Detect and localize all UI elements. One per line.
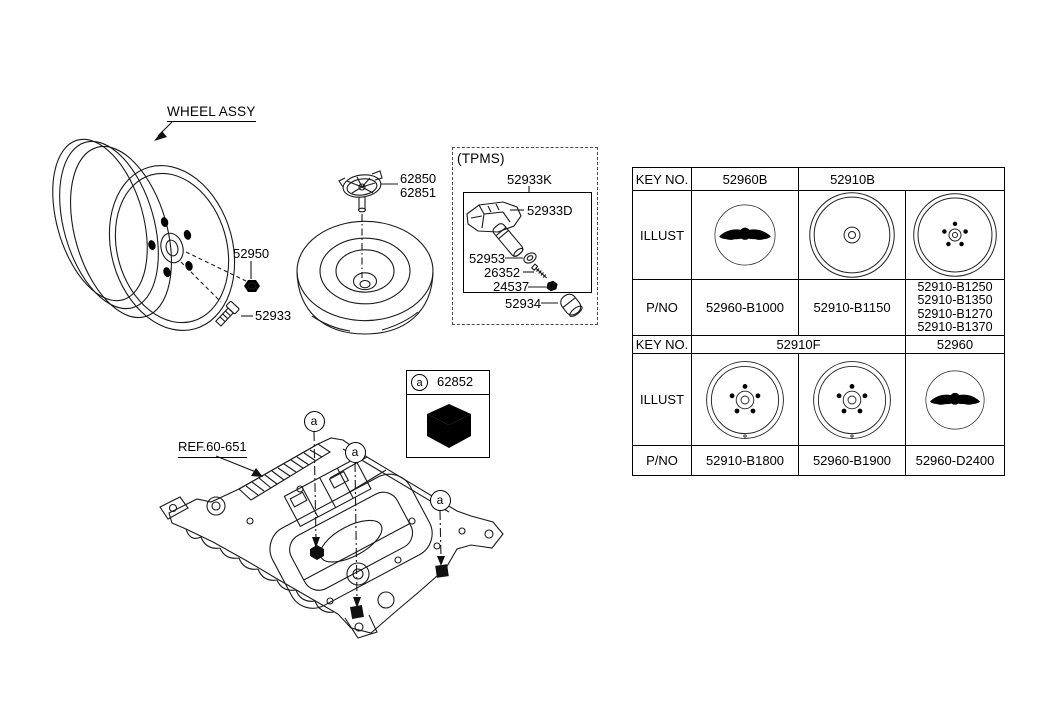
p-no-row-1: P/NO 52960-B1000 52910-B1150 52910-B1250… — [632, 279, 1005, 336]
pad-marker-3 — [435, 564, 449, 578]
tpms-kit-box — [463, 192, 592, 293]
pno-52960-d2400: 52960-D2400 — [905, 445, 1005, 476]
pno-52910-b12xx-group: 52910-B1250 52910-B1350 52910-B1270 5291… — [905, 279, 1005, 336]
pno-line-2: 52910-B1350 — [917, 293, 993, 307]
tpms-dashed-box — [452, 147, 598, 325]
pad-legend-box: a 62852 — [406, 370, 490, 458]
ref-label: REF.60-651 — [178, 439, 247, 458]
pno-52910-b1150: 52910-B1150 — [798, 279, 906, 336]
wheel-bolt-drawing — [180, 261, 253, 327]
illust-cell-wheel-b1800 — [691, 353, 799, 446]
key-no-row-1: KEY NO. 52960B 52910B — [632, 167, 1005, 191]
key-no-52910f: 52910F — [691, 335, 906, 354]
key-no-52960: 52960 — [905, 335, 1005, 354]
floor-pan-drawing — [159, 437, 504, 639]
grommet-drawing — [505, 252, 537, 264]
parts-table: KEY NO. 52960B 52910B ILLUST — [632, 167, 1005, 476]
tpms-screw-label: 26352 — [484, 265, 521, 280]
pno-52960-b1000: 52960-B1000 — [691, 279, 799, 336]
illust-cell-cap-d2400 — [905, 353, 1005, 446]
valve-cap-drawing — [541, 293, 583, 318]
clamp-lower-label: 62851 — [400, 185, 437, 200]
valve-nut-drawing — [528, 280, 558, 292]
lug-nut-label: 52950 — [233, 246, 270, 261]
p-no-header: P/NO — [632, 279, 692, 336]
illust-header-2: ILLUST — [632, 353, 692, 446]
key-no-52910b-text: 52910B — [830, 171, 875, 187]
key-no-row-2: KEY NO. 52910F 52960 — [632, 335, 1005, 354]
pad-label: 62852 — [437, 374, 474, 389]
wheel-bolt-label: 52933 — [255, 308, 292, 323]
valve-stem-drawing — [492, 223, 524, 257]
pno-line-4: 52910-B1370 — [917, 320, 993, 334]
pno-52960-b1900: 52960-B1900 — [798, 445, 906, 476]
screw-drawing — [523, 263, 548, 279]
pad-callout-3: a — [429, 489, 451, 511]
multi-split-spoke-wheel-icon — [809, 192, 895, 278]
pad-callout-1: a — [303, 410, 325, 432]
illust-cell-wheel-b1250 — [905, 190, 1005, 280]
wheel-assy-drawing — [52, 121, 254, 345]
pad-cube-drawing — [427, 404, 471, 448]
illust-cell-wheel-b1900 — [798, 353, 906, 446]
tpms-grommet-label: 52953 — [469, 251, 506, 266]
pad-callout-legend: a — [411, 374, 428, 391]
wheel-assy-label: WHEEL ASSY — [167, 104, 256, 123]
wheel-assy-arrowhead — [154, 131, 167, 141]
lug-nut-drawing — [185, 251, 260, 292]
key-no-header-2: KEY NO. — [632, 335, 692, 354]
tpms-cap-label: 52934 — [505, 296, 542, 311]
pno-line-3: 52910-B1270 — [917, 306, 993, 321]
illust-cell-cap-a — [691, 190, 799, 280]
key-no-52960b: 52960B — [691, 167, 799, 191]
tpms-sensor-drawing — [466, 201, 524, 233]
pad-marker-2 — [350, 605, 364, 619]
illust-row-2: ILLUST — [632, 353, 1005, 446]
ref-arrow — [215, 455, 263, 477]
illust-header: ILLUST — [632, 190, 692, 280]
pno-52910-b1800: 52910-B1800 — [691, 445, 799, 476]
pad-marker-1 — [310, 545, 324, 560]
tpms-sensor-label: 52933D — [527, 203, 573, 218]
pad-callout-leaders — [310, 431, 449, 619]
tpms-nut-label: 24537 — [493, 279, 530, 294]
pno-line-1: 52910-B1250 — [917, 279, 993, 294]
tpms-kit-label: 52933K — [507, 172, 552, 187]
spare-clamp-drawing — [338, 170, 398, 278]
p-no-row-2: P/NO 52910-B1800 52960-B1900 52960-D2400 — [632, 445, 1005, 476]
tpms-title: (TPMS) — [457, 151, 505, 166]
nine-spoke-wheel-icon — [706, 360, 784, 439]
genesis-wings-cap-icon — [714, 204, 776, 266]
seven-spoke-wheel-icon — [813, 360, 891, 439]
spare-tire-drawing — [297, 221, 433, 335]
pad-callout-2: a — [344, 441, 366, 463]
fine-multi-spoke-wheel-icon — [913, 193, 997, 277]
illust-row-1: ILLUST — [632, 190, 1005, 280]
illust-cell-wheel-b1150 — [798, 190, 906, 280]
clamp-upper-label: 62850 — [400, 171, 437, 186]
genesis-wings-cap-icon-2 — [925, 370, 985, 429]
p-no-header-2: P/NO — [632, 445, 692, 476]
key-no-52910b: 52910B — [798, 167, 1005, 191]
key-no-header: KEY NO. — [632, 167, 692, 191]
